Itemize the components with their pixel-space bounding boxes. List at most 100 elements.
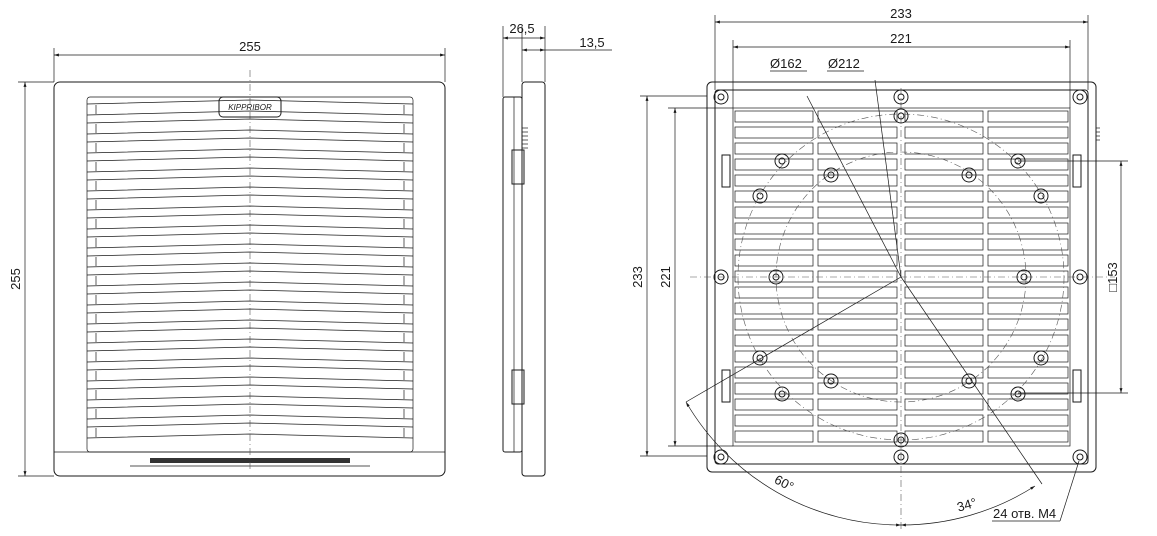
rear-grille-slot [987,174,1069,187]
fan-hole [961,373,977,389]
fan-holes [752,108,1049,448]
rear-grille-slot [904,318,984,331]
fan-hole-core [772,273,780,281]
rear-grille-slot [734,158,814,171]
fan-hole [1033,188,1049,204]
rear-grille-slot [734,334,814,347]
rear-mount-height-label: 221 [658,266,673,288]
mount-hole [713,269,729,285]
side-ribs [522,127,528,149]
fan-hole [823,373,839,389]
rear-grille-slot [987,398,1069,411]
rear-view: 233 221 233 221 □153 Ø162 Ø212 60° 34° 2… [630,6,1128,530]
rear-grille-slot [817,110,898,123]
rear-grille-slot [904,174,984,187]
fan-hole-core [756,354,764,362]
mount-hole-core [1076,453,1084,461]
rear-grille-slot [904,110,984,123]
rear-grille-slot [734,142,814,155]
rear-grille-slot [904,158,984,171]
mount-hole-core [1076,273,1084,281]
mount-hole-core [717,273,725,281]
rear-grille-slot [987,286,1069,299]
rear-grille-slot [987,158,1069,171]
fan-hole-core [827,377,835,385]
side-body [502,96,523,453]
rear-grille-slot [817,302,898,315]
fan-hole [752,188,768,204]
rear-grille-slot [817,126,898,139]
mount-hole-core [1076,93,1084,101]
rear-grille-slot [904,222,984,235]
rear-grille-slot [904,254,984,267]
rear-grille-slot [734,318,814,331]
angle-60-arc [685,401,902,527]
rear-mount-width-label: 221 [890,31,912,46]
rear-grille-slot [904,350,984,363]
rear-grille-slot [904,430,984,443]
fan-hole-core [897,112,905,120]
brand-logo-plate [218,96,282,118]
rear-grille-slot [904,414,984,427]
rear-grille-slot [817,270,898,283]
rear-grille-slot [734,414,814,427]
rear-grille-slot [987,270,1069,283]
rear-grille-slot [987,318,1069,331]
front-louvre-slat [86,137,414,154]
rear-grille-slot [987,430,1069,443]
fan-hole-core [778,390,786,398]
fan-hole-core [965,377,973,385]
angle-60-label: 60° [772,472,796,494]
rear-grille-slot [817,254,898,267]
rear-grille-slot [734,382,814,395]
fan-hole [1016,269,1032,285]
mount-hole-core [717,93,725,101]
fan-hole-core [965,171,973,179]
brand-logo-text: KIPPRIBOR [228,103,272,112]
mount-hole [1072,89,1088,105]
rear-outer-width-label: 233 [890,6,912,21]
fan-hole [752,350,768,366]
rear-grille-slot [817,142,898,155]
rear-ribs-right [1096,127,1100,141]
front-bottom-slot [150,458,350,463]
side-front-depth-label: 13,5 [579,35,604,50]
brand-logo: KIPPRIBOR [218,96,282,118]
rear-grille-slot [987,142,1069,155]
rear-grille-slot [817,318,898,331]
rear-grille-slot [904,142,984,155]
rear-grille-slot [817,382,898,395]
rear-grille-slot [817,238,898,251]
fan-hole [768,269,784,285]
angle-34-arc [900,485,1036,527]
rear-grille-slot [987,382,1069,395]
rear-grille-slot [987,254,1069,267]
fan-hole [893,108,909,124]
circle-large-label: Ø212 [828,56,860,71]
mount-hole [1072,449,1088,465]
rear-grille-slot [734,254,814,267]
fan-hole-core [778,157,786,165]
front-frame [53,81,446,477]
rear-grille-slot [734,222,814,235]
fan-hole-core [1014,390,1022,398]
rear-grille-slot [987,222,1069,235]
rear-grille-slot [904,238,984,251]
rear-grille-slot [904,366,984,379]
rear-grille-slot [817,398,898,411]
mount-hole [713,449,729,465]
mount-hole [713,89,729,105]
rear-grille-slot [734,190,814,203]
rear-grille-slot [987,366,1069,379]
front-view: KIPPRIBOR 255 255 [8,39,446,477]
fan-hole-core [1037,354,1045,362]
rear-grille-slot [904,286,984,299]
rear-grille-slot [904,190,984,203]
rear-grille-slot [734,238,814,251]
holes-label: 24 отв. М4 [993,506,1056,521]
side-frame [521,81,546,477]
side-clip-bottom [511,369,525,405]
rear-grille-slot [987,110,1069,123]
rear-grille-slot [734,206,814,219]
